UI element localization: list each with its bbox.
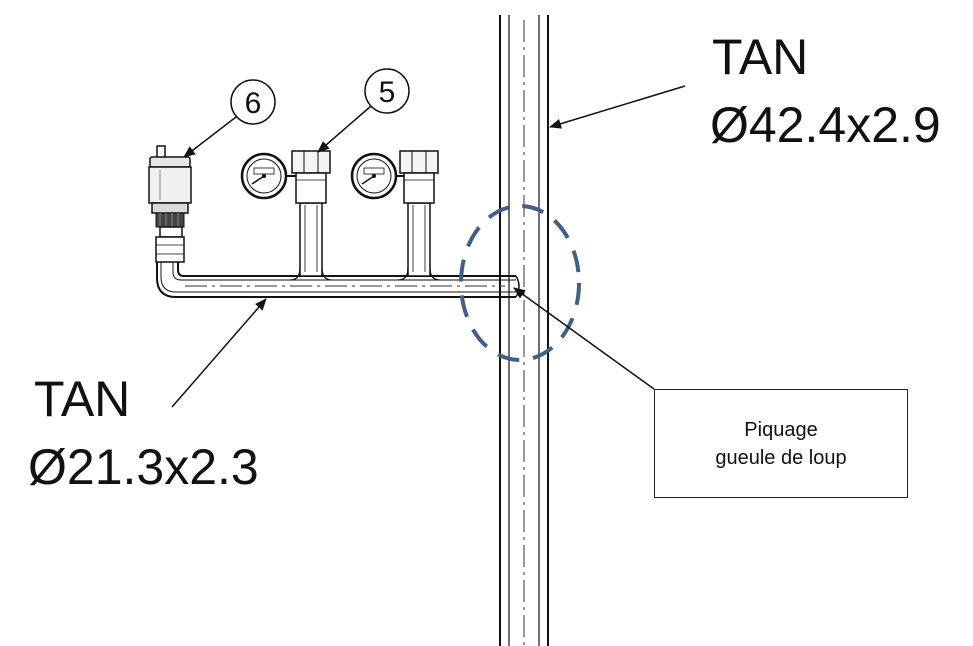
branch-pipe-end bbox=[515, 275, 520, 298]
main-vertical-pipe bbox=[499, 15, 549, 646]
air-vent-icon bbox=[148, 145, 192, 263]
branch-pipe-leader bbox=[171, 298, 267, 408]
main-pipe-material-label: TAN bbox=[712, 29, 809, 85]
pressure-gauge-right-icon bbox=[350, 152, 404, 200]
branch-pipe bbox=[156, 260, 520, 298]
balloon-6: 6 bbox=[230, 79, 276, 125]
branch-pipe-dimension-label: Ø21.3x2.3 bbox=[28, 439, 259, 495]
balloon-5: 5 bbox=[364, 68, 410, 114]
note-box: Piquage gueule de loup bbox=[654, 389, 908, 498]
connection-highlight-ellipse bbox=[459, 204, 581, 362]
hex-fitting-left bbox=[291, 150, 331, 204]
main-pipe-dimension-label: Ø42.4x2.9 bbox=[710, 97, 941, 153]
balloon-5-leader bbox=[317, 105, 372, 153]
branch-pipe-material-label: TAN bbox=[34, 371, 131, 427]
main-pipe-leader bbox=[549, 85, 686, 129]
pressure-gauge-left-icon bbox=[240, 152, 296, 200]
gauge-stub-right bbox=[397, 202, 441, 281]
balloon-6-number: 6 bbox=[245, 87, 262, 120]
note-line-1: Piquage bbox=[744, 418, 818, 441]
gauge-stub-left bbox=[289, 202, 333, 281]
note-leader bbox=[513, 287, 655, 390]
note-line-2: gueule de loup bbox=[715, 446, 847, 469]
hex-fitting-right bbox=[399, 150, 439, 204]
balloon-5-number: 5 bbox=[379, 76, 396, 109]
balloon-6-leader bbox=[183, 116, 237, 158]
